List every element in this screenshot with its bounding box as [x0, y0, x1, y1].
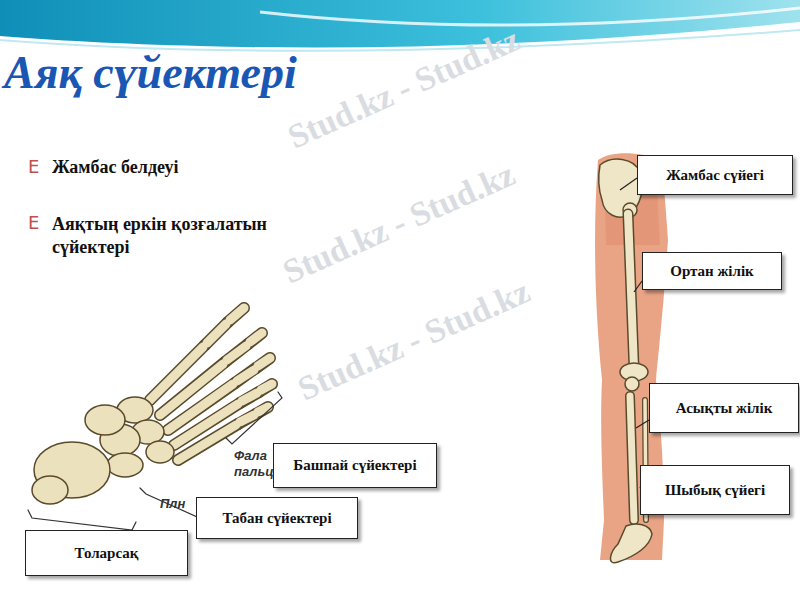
bone-name: Толарсақ — [75, 545, 139, 562]
image-label: Фала — [234, 448, 272, 463]
image-label: Плн — [160, 496, 194, 511]
bone-name: Табан сүйектері — [222, 510, 331, 527]
banner-wave — [260, 8, 800, 25]
bullet-text: Аяқтың еркін қозғалатын сүйектері — [52, 213, 307, 258]
bone-name: Ортан жілік — [670, 263, 754, 280]
watermark: Stud.kz - Stud.kz — [282, 0, 599, 156]
watermark: Stud.kz - Stud.kz — [277, 122, 594, 291]
bullet-text: Жамбас белдеуі — [52, 157, 312, 178]
bone-name: Асықты жілік — [676, 400, 773, 417]
label-box: Шыбық сүйегі — [640, 465, 790, 515]
bone-name: Башпай сүйектері — [293, 457, 416, 474]
top-banner — [0, 0, 800, 48]
label-box: Башпай сүйектері — [273, 443, 437, 488]
label-box: Жамбас сүйегі — [637, 155, 793, 195]
label-box: Табан сүйектері — [196, 497, 358, 539]
label-box: Толарсақ — [25, 530, 188, 576]
bone-name: Шыбық сүйегі — [665, 482, 765, 499]
slide-title: Аяқ сүйектері — [4, 46, 297, 99]
label-box: Ортан жілік — [642, 252, 782, 290]
image-label: пальц — [234, 464, 272, 479]
bullet-marker: Е — [28, 212, 48, 233]
bullet-marker: Е — [28, 156, 48, 177]
label-box: Асықты жілік — [649, 383, 799, 433]
bone-name: Жамбас сүйегі — [666, 167, 764, 184]
leg-illustration — [595, 128, 800, 578]
